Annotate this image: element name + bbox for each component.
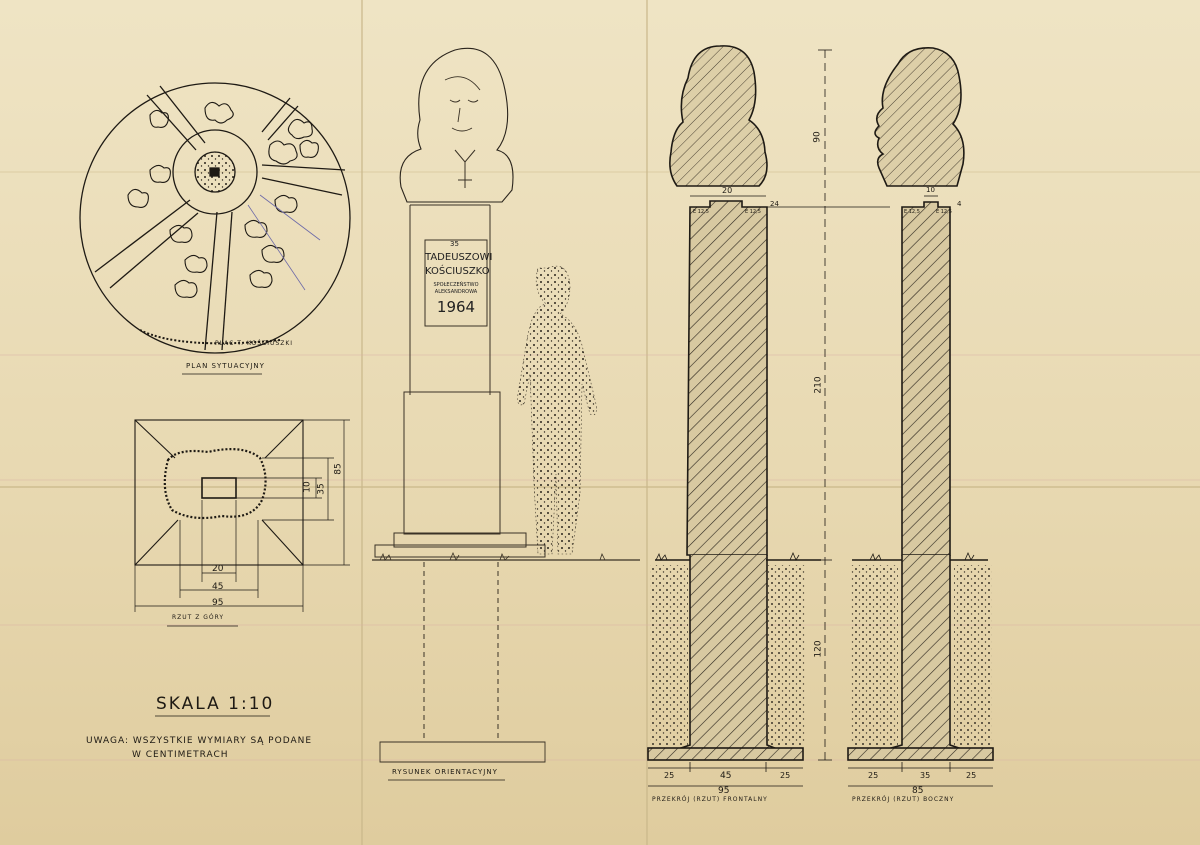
front-section-title: PRZEKRÓJ (RZUT) FRONTALNY (652, 796, 768, 803)
front-dim-note-right: E 12,5 (745, 209, 761, 215)
side-dim-note-right: E 12,5 (936, 209, 952, 215)
top-view-dim-inner-w: 20 (212, 564, 224, 574)
site-plan (79, 82, 351, 354)
top-view-dim-mid-w: 45 (212, 582, 224, 592)
side-dim-step: 4 (957, 200, 962, 208)
front-dim-note-left: E 12,5 (693, 209, 709, 215)
plaque-line4: ALEKSANDROWA (434, 289, 478, 295)
side-section (847, 47, 994, 761)
scale-label: SKALA 1:10 (156, 694, 275, 714)
note-line1: UWAGA: WSZYSTKIE WYMIARY SĄ PODANE (86, 736, 313, 746)
top-view-dim-mid-h: 35 (316, 483, 327, 495)
front-dim-step: 24 (770, 200, 779, 208)
side-dim-total: 85 (912, 786, 924, 796)
front-dim-bottom-left: 25 (664, 771, 675, 780)
height-dim-bust: 90 (812, 131, 823, 143)
side-dim-bottom-right: 25 (966, 771, 977, 780)
title-underlines (155, 373, 505, 781)
orientation-title: RYSUNEK ORIENTACYJNY (392, 768, 498, 776)
note-line2: W CENTIMETRACH (132, 750, 229, 760)
top-view-dim-outer-w: 95 (212, 598, 224, 608)
top-view-dim-inner-h: 10 (302, 481, 313, 493)
side-section-title: PRZEKRÓJ (RZUT) BOCZNY (852, 796, 955, 803)
plaque-line1: TADEUSZOWI (425, 252, 493, 263)
top-view-dim-outer-h: 85 (333, 463, 344, 475)
front-dim-bottom-mid: 45 (720, 771, 732, 781)
plaque-number: 35 (450, 240, 459, 248)
height-dim-column: 210 (813, 376, 824, 394)
plaque-line3: SPOŁECZEŃSTWO (433, 282, 479, 288)
front-dim-bottom-right: 25 (780, 771, 791, 780)
top-view (134, 419, 350, 612)
height-dimension (760, 49, 890, 761)
plaque-year: 1964 (436, 298, 476, 316)
side-dim-bottom-left: 25 (868, 771, 879, 780)
top-view-title: RZUT Z GÓRY (172, 614, 225, 621)
bottom-dimensions (648, 195, 993, 787)
site-plan-title: PLAN SYTUACYJNY (186, 362, 265, 370)
plaque-line2: KOŚCIUSZKO (425, 266, 490, 277)
front-dim-total: 95 (718, 786, 730, 796)
front-section (647, 45, 821, 761)
ruled-lines (0, 354, 1200, 761)
site-plan-street-label: PLAC T. KOŚCIUSZKI (215, 340, 294, 347)
side-dim-bottom-mid: 35 (920, 771, 931, 780)
side-dim-top: 10 (926, 186, 935, 194)
height-dim-foundation: 120 (813, 640, 824, 658)
orientation-drawing (372, 47, 640, 763)
front-dim-top: 20 (722, 186, 733, 195)
side-dim-note-left: E 12,5 (904, 209, 920, 215)
